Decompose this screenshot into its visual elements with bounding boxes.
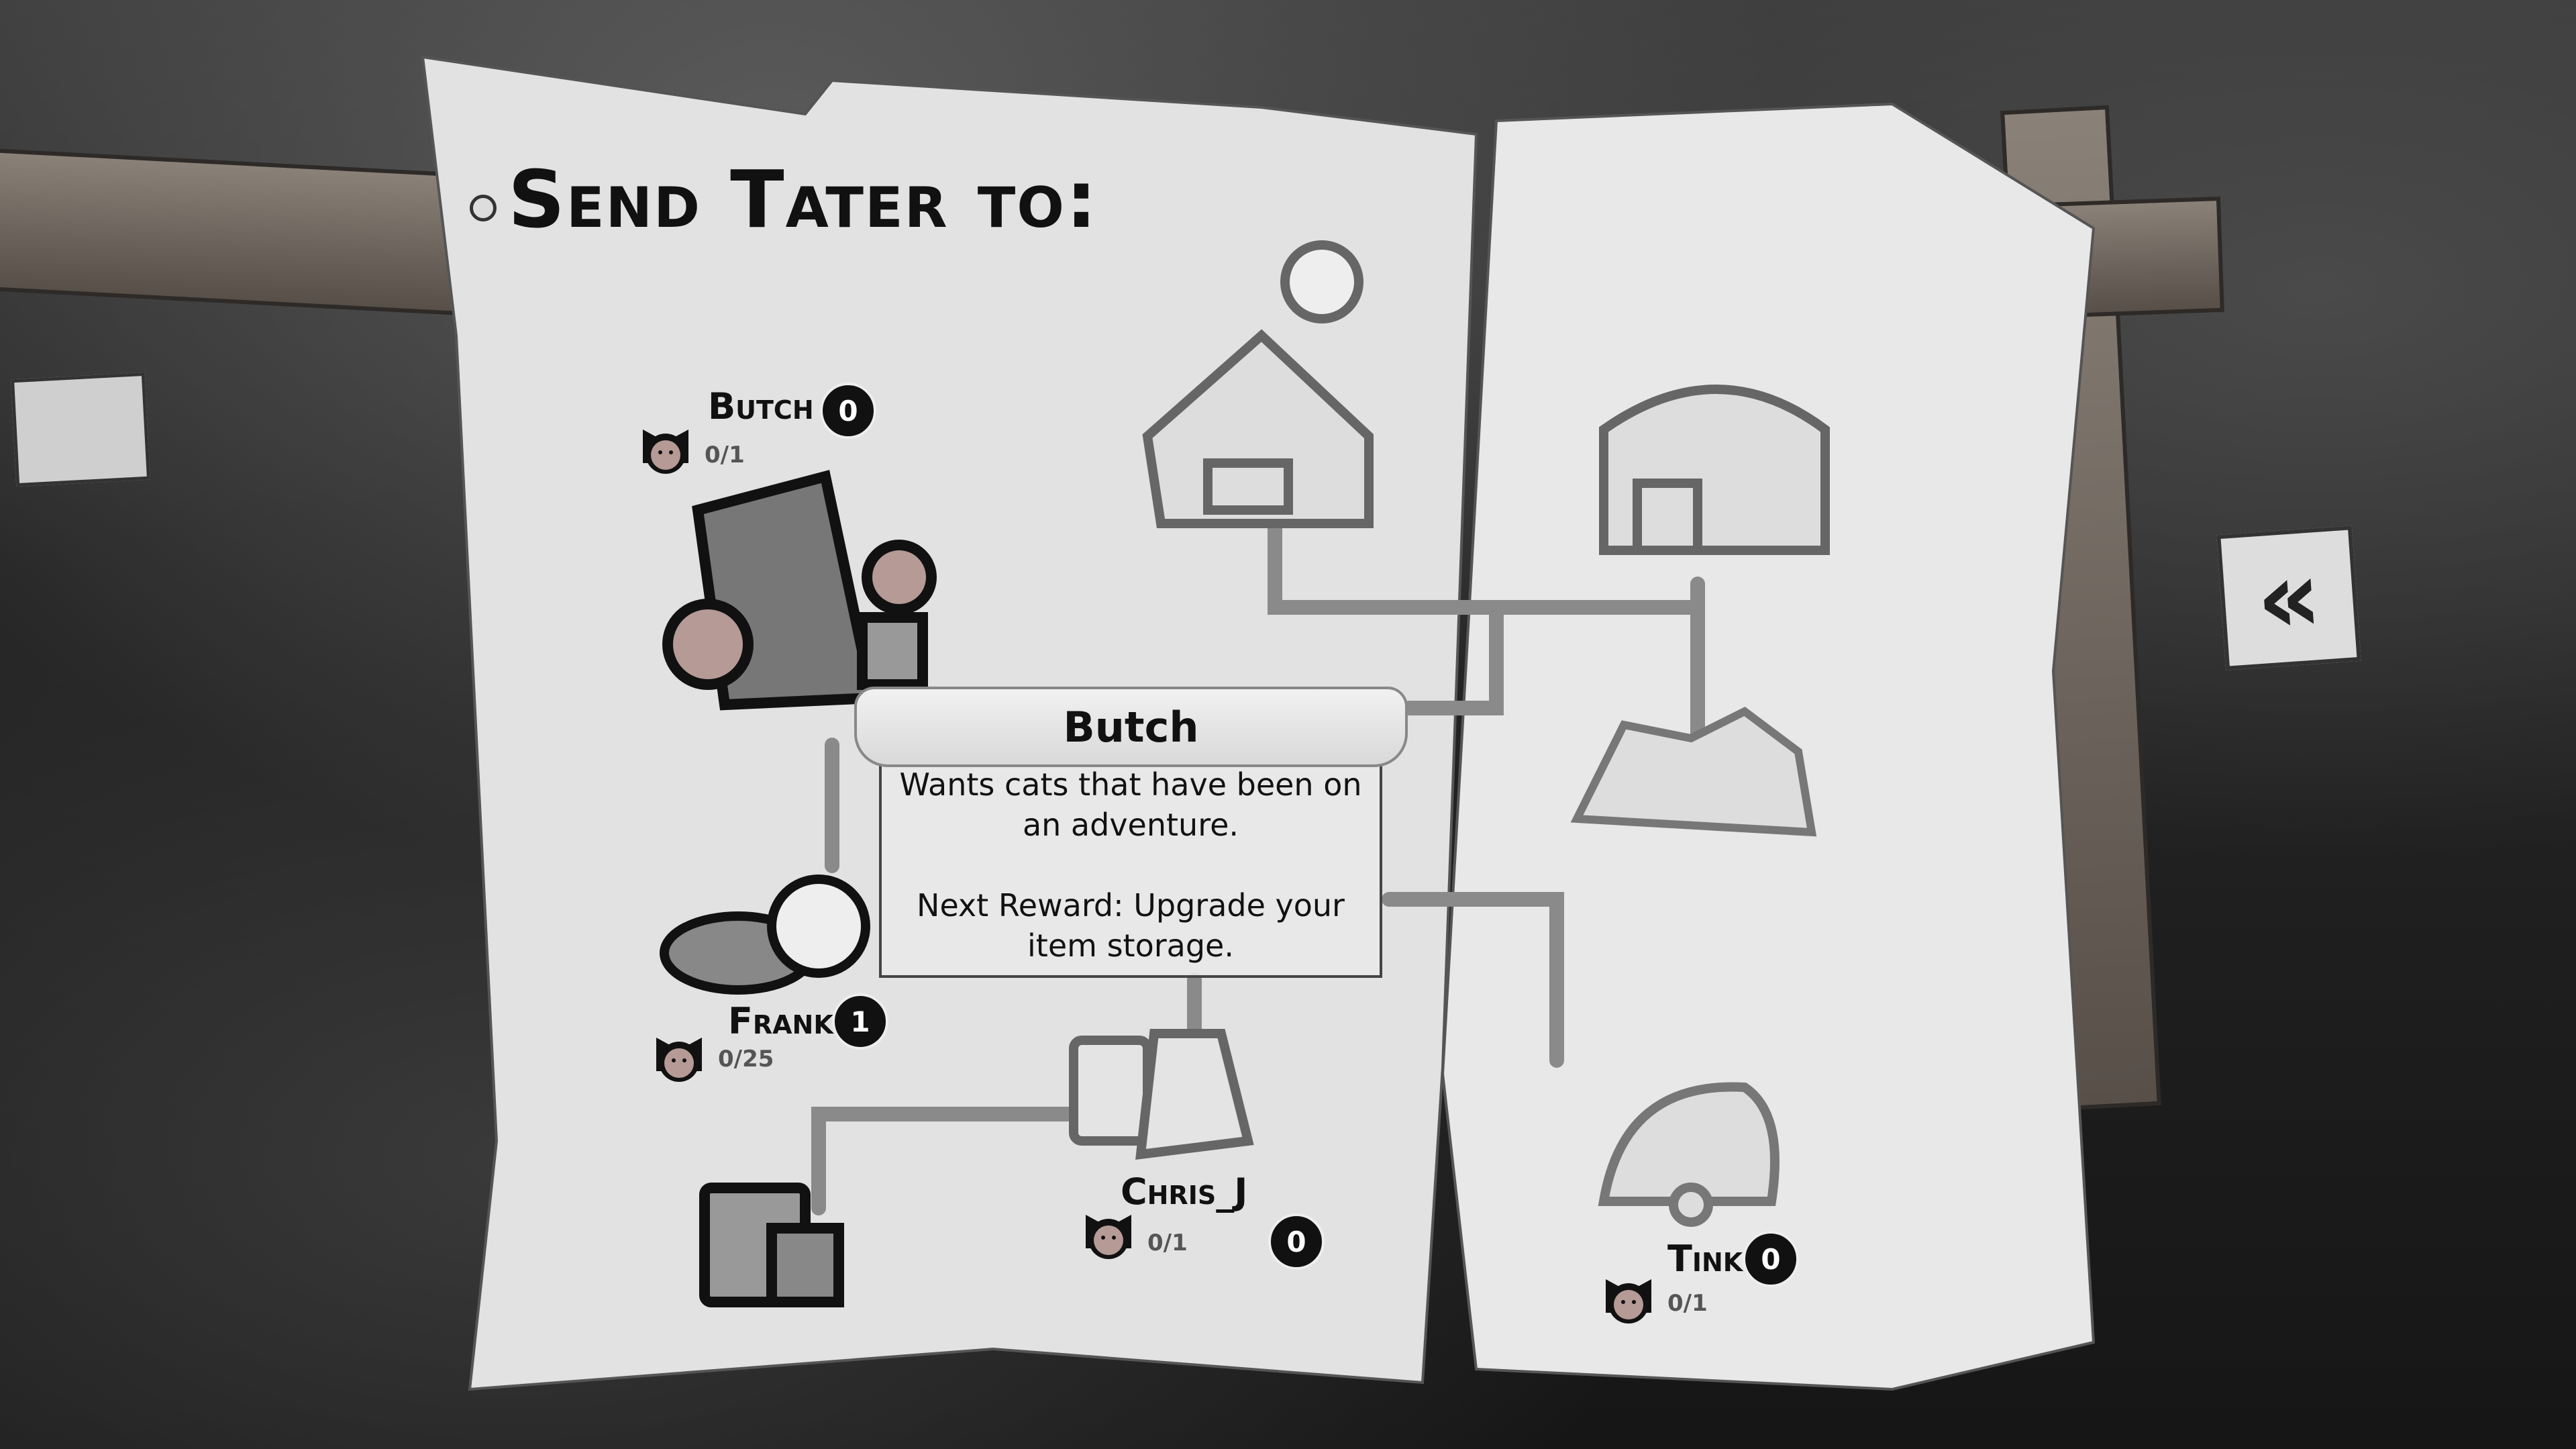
manhole-icon (660, 875, 870, 995)
junk-pile-icon (1570, 706, 1817, 837)
destination-tink[interactable]: Tink 0 0/1 (1600, 1228, 1815, 1329)
mart-building-icon (1599, 385, 1830, 555)
destination-butch[interactable]: Butch 0 0/1 (637, 383, 879, 483)
destination-chris-j[interactable]: Chris_J 0/1 0 (1080, 1168, 1335, 1270)
page-title: Send Tater to: (508, 153, 1099, 246)
cat-face-icon (1606, 1279, 1651, 1323)
tooltip-banner: Butch (854, 687, 1408, 767)
tooltip-reward: Next Reward: Upgrade your item storage. (917, 887, 1345, 964)
tooltip-description: Wants cats that have been on an adventur… (899, 766, 1362, 843)
cat-count: 0/25 (718, 1046, 774, 1072)
destination-name: Frank (728, 1000, 833, 1042)
cat-count: 0/1 (705, 442, 745, 468)
cat-face-icon (643, 430, 688, 474)
destination-badge: 1 (832, 993, 888, 1050)
title-bullet-icon (470, 195, 497, 221)
cat-count: 0/1 (1147, 1230, 1188, 1256)
destination-frank[interactable]: Frank 1 0/25 (651, 993, 892, 1094)
camper-trailer-icon (1598, 1082, 1780, 1227)
destination-badge: 0 (820, 383, 876, 439)
destination-name: Tink (1667, 1238, 1743, 1280)
house-building-icon (1142, 240, 1374, 528)
tooltip-title: Butch (1063, 702, 1199, 752)
cat-face-icon (656, 1038, 702, 1082)
back-button[interactable]: « (2216, 526, 2361, 670)
destination-name: Butch (708, 385, 814, 428)
destination-badge: 0 (1743, 1231, 1799, 1287)
trash-cans-icon (1069, 1029, 1254, 1160)
cat-count: 0/1 (1667, 1290, 1708, 1317)
trash-can-icon (699, 1183, 844, 1307)
cat-face-icon (1086, 1215, 1131, 1259)
destination-name: Chris_J (1121, 1170, 1248, 1213)
destination-badge: 0 (1268, 1213, 1325, 1270)
butch-hideout-icon (662, 470, 937, 711)
double-chevron-left-icon: « (2252, 537, 2326, 659)
